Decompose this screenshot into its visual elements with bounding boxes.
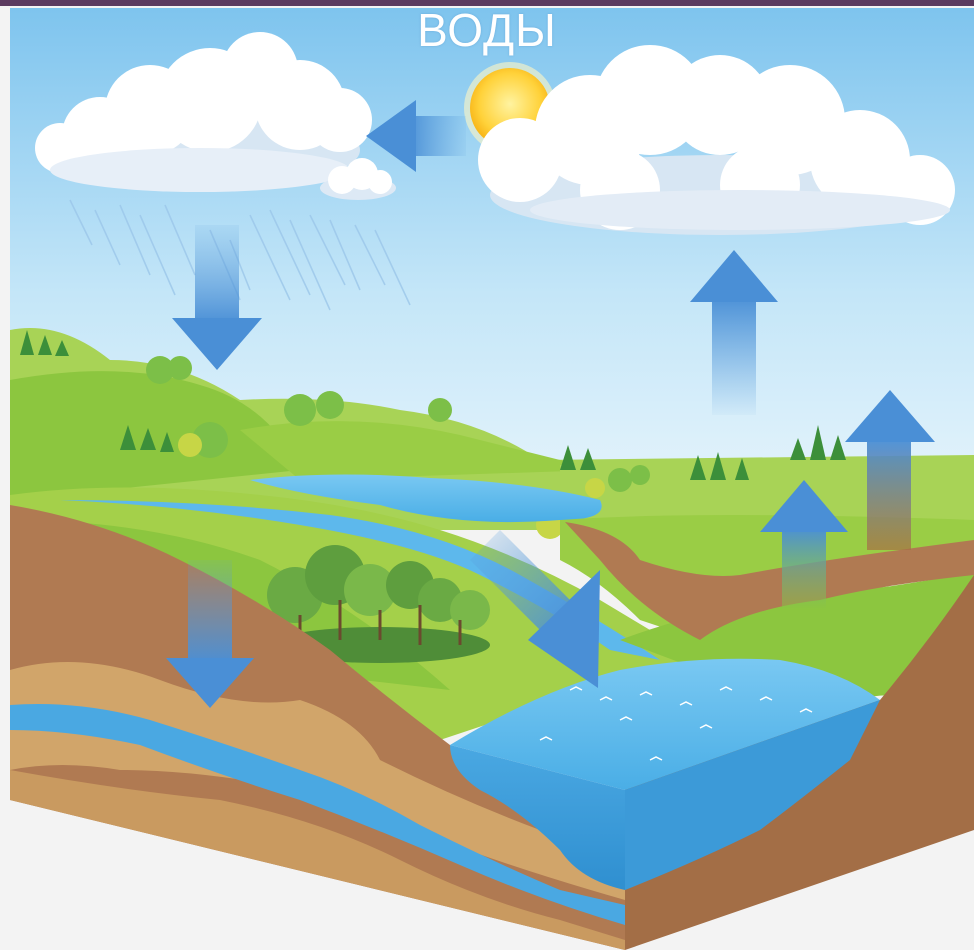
aquifer bbox=[10, 704, 625, 925]
sea-waves bbox=[539, 686, 813, 761]
arrow-icon-evaporation-soil bbox=[845, 390, 935, 550]
upper-lake bbox=[250, 474, 602, 523]
mid-hill bbox=[240, 421, 600, 480]
tree-icon bbox=[20, 330, 846, 539]
cloud-icon-right bbox=[478, 45, 955, 235]
arrow-icon-infiltration bbox=[166, 560, 254, 708]
small-cloud-icon bbox=[320, 158, 396, 200]
arrow-icon-evaporation-to-cloud bbox=[366, 100, 466, 172]
arrow-icon-transpiration bbox=[760, 480, 848, 610]
arrow-icon-precipitation bbox=[172, 225, 262, 370]
left-hill bbox=[10, 371, 300, 500]
sea-front-face bbox=[450, 745, 625, 890]
page-title: ВОДЫ bbox=[417, 4, 557, 56]
right-sea-face bbox=[625, 700, 880, 890]
arrow-icon-runoff bbox=[470, 530, 600, 688]
right-cliff bbox=[565, 522, 974, 640]
top-accent-bar bbox=[0, 0, 974, 6]
river bbox=[60, 500, 660, 660]
cloud-icon bbox=[35, 32, 372, 192]
arrow-icon-evaporation-sky bbox=[690, 250, 778, 415]
soil-layer-deep bbox=[10, 770, 625, 950]
